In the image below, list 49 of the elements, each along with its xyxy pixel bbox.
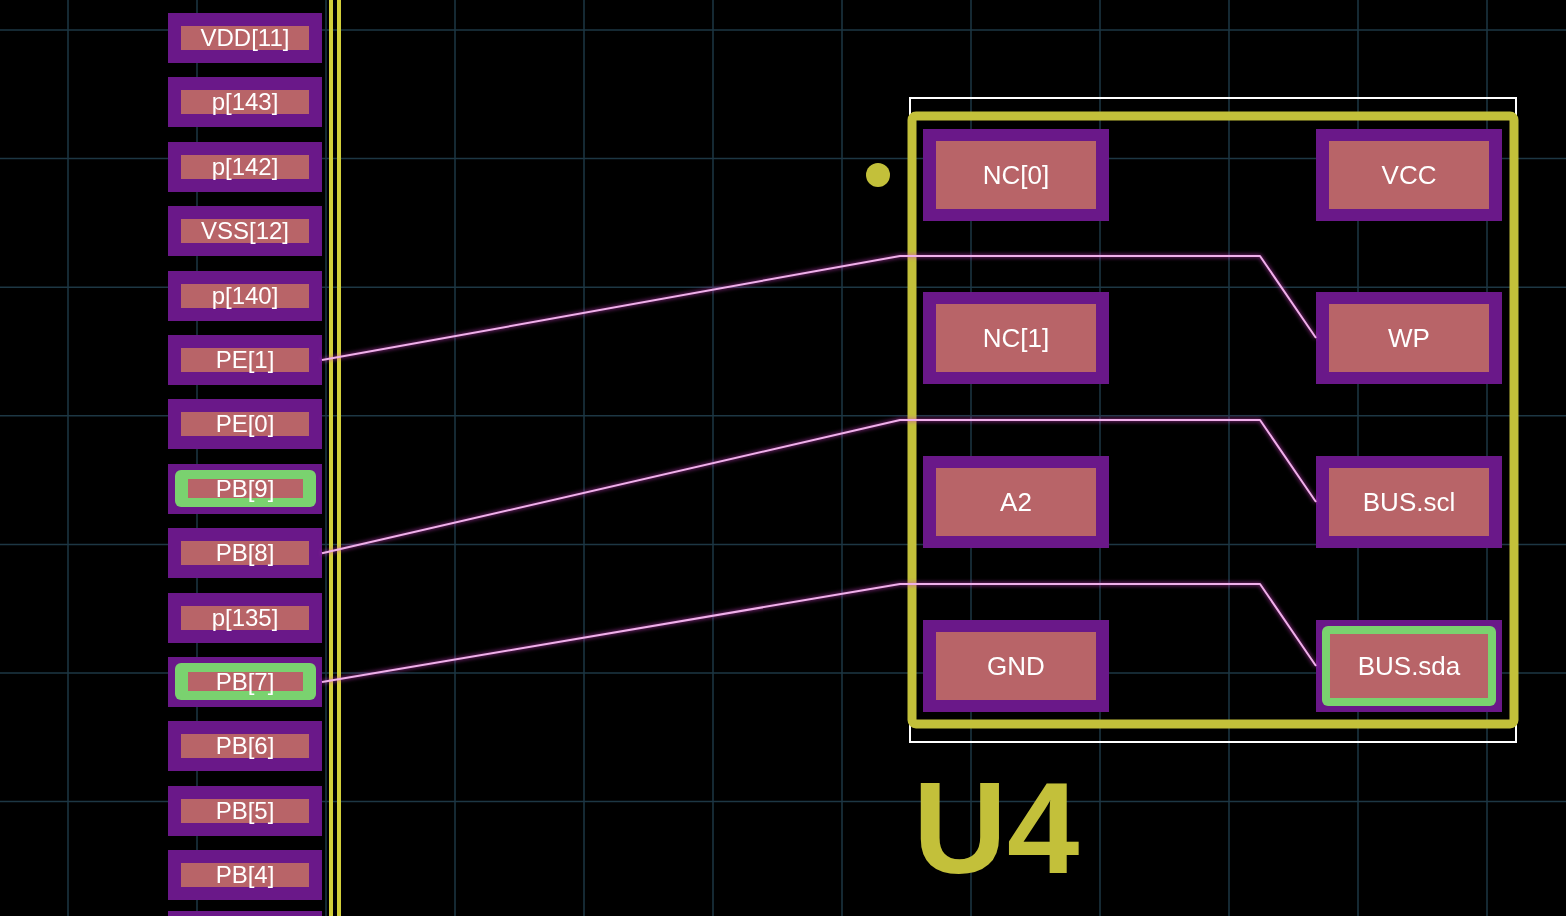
pin-label: PB[5] — [215, 796, 275, 825]
pin-label: VSS[12] — [200, 217, 290, 246]
pin-label: p[140] — [211, 281, 279, 310]
pin-label: PE[0] — [215, 410, 275, 439]
pin-label: p[135] — [211, 603, 279, 632]
smd-pad — [168, 141, 322, 192]
pin-label: VDD[11] — [200, 24, 290, 52]
pin-label: BUS.sda — [1357, 650, 1461, 682]
smd-pad — [168, 399, 322, 450]
reference-designator: U4 — [913, 763, 1080, 893]
pin-label: NC[0] — [982, 159, 1050, 191]
pin-label: PB[7] — [215, 668, 275, 696]
smd-pad — [168, 270, 322, 321]
smd-pad — [923, 292, 1109, 384]
pin-label: p[143] — [211, 88, 279, 117]
smd-pad — [168, 335, 322, 385]
pin-label: BUS.scl — [1362, 486, 1456, 518]
smd-pad — [168, 77, 322, 128]
smd-pad — [168, 850, 322, 901]
pin-label: PB[8] — [215, 539, 275, 568]
smd-pad — [168, 911, 322, 916]
smd-pad — [168, 13, 322, 63]
smd-pad — [168, 528, 322, 579]
smd-pad — [923, 456, 1109, 548]
smd-pad — [168, 721, 322, 772]
pin-label: PE[1] — [215, 346, 275, 374]
ratsnest-line — [321, 583, 1317, 683]
pin-label: PB[6] — [215, 732, 275, 761]
smd-pad — [168, 785, 322, 836]
smd-pad — [1316, 292, 1502, 384]
smd-pad — [168, 463, 322, 514]
smd-pad — [923, 620, 1109, 712]
pin-label: PB[4] — [215, 861, 275, 890]
smd-pad — [168, 657, 322, 707]
pin-label: p[142] — [211, 152, 279, 181]
smd-pad — [168, 206, 322, 257]
smd-pad — [1316, 620, 1502, 712]
ratsnest-line — [321, 419, 1317, 555]
smd-pad — [168, 592, 322, 643]
pin-label: WP — [1388, 322, 1430, 354]
smd-pad — [1316, 129, 1502, 221]
pin-label: PB[9] — [215, 474, 275, 503]
pin-label: VCC — [1381, 159, 1437, 191]
pin-label: NC[1] — [982, 322, 1050, 354]
pin-label: A2 — [1000, 486, 1032, 518]
ratsnest-line — [321, 255, 1317, 361]
smd-pad — [1316, 456, 1502, 548]
pin-label: GND — [987, 650, 1045, 682]
smd-pad — [923, 129, 1109, 221]
